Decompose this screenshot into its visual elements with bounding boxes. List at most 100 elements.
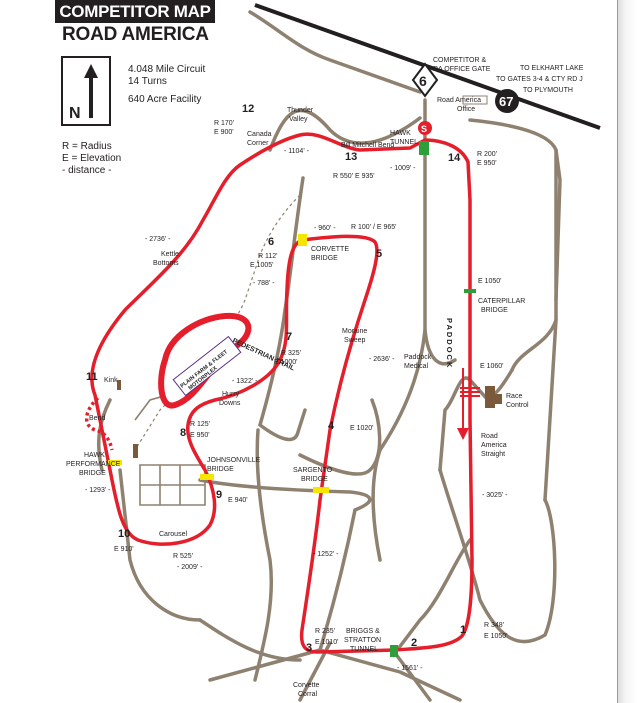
route-67-shield: 67	[495, 89, 519, 113]
hawk-tunnel-marker	[419, 141, 429, 155]
t9-elevation: E 940'	[228, 497, 248, 504]
caterpillar-bridge-label: CATERPILLAR	[478, 298, 525, 305]
distance-2736: - 2736' -	[145, 236, 171, 243]
ra-straight-label: Road	[481, 433, 498, 440]
svg-text:Valley: Valley	[289, 116, 308, 123]
map-title: COMPETITOR MAP	[55, 0, 215, 23]
gate-label-2: RA OFFICE GATE	[433, 66, 491, 73]
hawk-tunnel-label: HAWK	[390, 130, 411, 137]
fact-turns: 14 Turns	[128, 76, 167, 87]
turn-12: 12	[242, 103, 254, 115]
svg-text:Sweep: Sweep	[344, 337, 366, 344]
svg-text:S: S	[421, 124, 427, 134]
t8-radius: R 125'	[190, 421, 210, 428]
t12-elevation: E 900'	[214, 129, 234, 136]
t4-elevation: E 1020'	[350, 425, 374, 432]
svg-text:Control: Control	[506, 402, 529, 409]
office-building	[462, 95, 488, 105]
fact-length: 4.048 Mile Circuit	[128, 64, 206, 75]
hawk-performance-bridge-label: HAWK	[84, 452, 105, 459]
t1-elevation: E 1050'	[484, 633, 508, 640]
t3-elevation: E 1010'	[315, 639, 339, 646]
turn-numbers: 1 2 3 4 5 6 7 8 9 10 11 12 13 14	[86, 103, 466, 654]
distance-2009: - 2009' -	[177, 564, 203, 571]
bill-mitchell-bend-label: Bill Mitchell Bend	[341, 142, 394, 149]
corvette-corral-label: Corvette	[293, 682, 320, 689]
paddock-medical-label: Paddock	[404, 354, 432, 361]
t6-radius: R 112'	[258, 253, 278, 260]
svg-text:Straight: Straight	[481, 451, 505, 458]
bend-alternate	[85, 396, 114, 451]
kettle-bottoms-label: Kettle	[161, 251, 179, 258]
race-control-building	[485, 386, 495, 408]
t7-elevation: E 1000'	[274, 359, 298, 366]
turn-11: 11	[86, 371, 98, 383]
distance-1104: - 1104' -	[284, 148, 310, 155]
t10-elevation: E 910'	[114, 546, 134, 553]
track-map: PLAIN FARM & FLEET MOTORPLEX	[66, 3, 601, 702]
svg-text:6: 6	[419, 73, 427, 89]
svg-text:PERFORMANCE: PERFORMANCE	[66, 461, 121, 468]
legend-radius: R = Radius	[62, 141, 112, 152]
turn-7: 7	[286, 331, 292, 343]
distance-1009: - 1009' -	[390, 165, 416, 172]
office-label-1: Road America	[437, 97, 481, 104]
svg-text:BRIDGE: BRIDGE	[301, 476, 328, 483]
turn-13: 13	[345, 151, 357, 163]
page-gutter	[617, 0, 637, 703]
canada-corner-label: Canada	[247, 131, 272, 138]
distance-1322: - 1322' -	[232, 378, 258, 385]
t8-elevation: E 950'	[190, 432, 210, 439]
race-control-label: Race	[506, 393, 522, 400]
bend-label: Bend	[89, 415, 105, 422]
johnsonville-bridge-marker	[200, 474, 214, 480]
turn-14: 14	[448, 152, 461, 164]
distance-3025: - 3025' -	[482, 492, 508, 499]
sargento-bridge-label: SARGENTO	[293, 467, 333, 474]
t1-radius: R 348'	[484, 622, 504, 629]
svg-text:BRIDGE: BRIDGE	[79, 470, 106, 477]
t6-elevation: E 1005'	[250, 262, 274, 269]
corvette-bridge-label: CORVETTE	[311, 246, 349, 253]
t5-specs: R 100' / E 965'	[351, 224, 396, 231]
turn-1: 1	[460, 624, 466, 636]
gate-label-1: COMPETITOR &	[433, 57, 486, 64]
t7-radius: R 325'	[281, 350, 301, 357]
north-label: N	[69, 105, 81, 122]
t13-specs: R 550' E 935'	[333, 173, 375, 180]
paddock-elevation: E 1060'	[480, 363, 504, 370]
svg-text:Corner: Corner	[247, 140, 269, 147]
hawk-bridge-marker	[108, 460, 122, 465]
turn-10: 10	[118, 528, 130, 540]
caterpillar-elevation: E 1050'	[478, 278, 502, 285]
svg-text:STRATTON: STRATTON	[344, 637, 381, 644]
to-elkhart-label: TO ELKHART LAKE	[520, 65, 584, 72]
sargento-bridge-marker	[313, 487, 329, 493]
access-roads	[96, 10, 562, 702]
johnsonville-bridge-label: JOHNSONVILLE	[207, 457, 261, 464]
legend-elevation: E = Elevation	[62, 153, 122, 164]
turn-6: 6	[268, 236, 274, 248]
north-arrow-box: N	[61, 56, 111, 126]
carousel-label: Carousel	[159, 531, 187, 538]
svg-text:BRIDGE: BRIDGE	[207, 466, 234, 473]
turn-3: 3	[306, 642, 312, 654]
t14-elevation: E 950'	[477, 160, 497, 167]
to-plymouth-label: TO PLYMOUTH	[523, 87, 573, 94]
briggs-tunnel-label: BRIGGS &	[346, 628, 380, 635]
svg-text:TUNNEL: TUNNEL	[350, 646, 378, 653]
legend: R = Radius E = Elevation - distance -	[62, 141, 121, 177]
turn-5: 5	[376, 248, 382, 260]
caterpillar-bridge-marker	[464, 289, 476, 293]
svg-text:Bottoms: Bottoms	[153, 260, 179, 267]
distance-960: - 960' -	[314, 225, 336, 232]
svg-text:67: 67	[499, 94, 513, 109]
distance-2636: - 2636' -	[369, 356, 395, 363]
distance-1252: - 1252' -	[313, 551, 339, 558]
track-facts: 4.048 Mile Circuit 14 Turns 640 Acre Fac…	[128, 64, 205, 106]
track-name: ROAD AMERICA	[62, 24, 209, 45]
start-marker	[418, 121, 432, 135]
hurry-downs-label: Hurry	[222, 391, 240, 398]
svg-text:Medical: Medical	[404, 363, 429, 370]
svg-text:America: America	[481, 442, 507, 449]
